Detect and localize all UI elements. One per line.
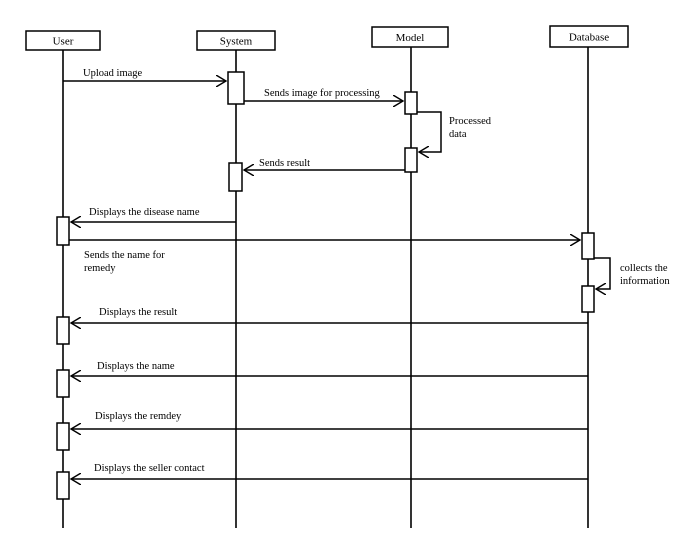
message-sends-image: Sends image for processing xyxy=(244,88,403,101)
activation-database-2 xyxy=(581,285,595,313)
message-displays-remedy-label: Displays the remdey xyxy=(95,411,182,422)
message-sends-result-label: Sends result xyxy=(259,158,310,169)
message-displays-remedy: Displays the remdey xyxy=(71,411,588,429)
message-sends-name-remedy: Sends the name for remedy xyxy=(69,240,580,274)
participant-system-label: System xyxy=(220,36,253,48)
message-collects-information-label-line2: information xyxy=(620,276,670,287)
message-upload-image-label: Upload image xyxy=(83,68,143,79)
message-sends-result: Sends result xyxy=(244,158,405,170)
participant-model: Model xyxy=(371,26,449,48)
activation-model-1 xyxy=(404,91,418,115)
message-sends-name-remedy-label-line1: Sends the name for xyxy=(84,250,165,261)
message-displays-result-label: Displays the result xyxy=(99,307,177,318)
participant-user-label: User xyxy=(53,36,74,48)
activation-user-1 xyxy=(56,216,70,246)
message-collects-information-label-line1: collects the xyxy=(620,263,668,274)
message-displays-disease-name-label: Displays the disease name xyxy=(89,207,200,218)
message-displays-name-label: Displays the name xyxy=(97,361,175,372)
participant-database: Database xyxy=(549,25,629,48)
activation-user-5 xyxy=(56,471,70,500)
message-displays-disease-name: Displays the disease name xyxy=(71,207,236,222)
participant-system: System xyxy=(196,30,276,51)
activation-system-1 xyxy=(227,71,245,105)
message-processed-data-label-line1: Processed xyxy=(449,116,492,127)
message-processed-data-label-line2: data xyxy=(449,129,467,140)
participant-model-label: Model xyxy=(396,32,425,44)
participant-user: User xyxy=(25,30,101,51)
activation-user-2 xyxy=(56,316,70,345)
message-sends-image-label: Sends image for processing xyxy=(264,88,381,99)
activation-user-3 xyxy=(56,369,70,398)
activation-user-4 xyxy=(56,422,70,451)
message-displays-seller-contact: Displays the seller contact xyxy=(71,463,588,479)
participant-database-label: Database xyxy=(569,32,609,44)
activation-model-2 xyxy=(404,147,418,173)
message-displays-name: Displays the name xyxy=(71,361,588,376)
message-processed-data: Processed data xyxy=(417,111,492,152)
activation-database-1 xyxy=(581,232,595,260)
message-sends-name-remedy-label-line2: remedy xyxy=(84,263,116,274)
message-upload-image: Upload image xyxy=(63,68,226,81)
message-collects-information: collects the information xyxy=(594,257,670,289)
message-displays-result: Displays the result xyxy=(71,307,588,323)
activation-system-2 xyxy=(228,162,243,192)
message-displays-seller-contact-label: Displays the seller contact xyxy=(94,463,205,474)
